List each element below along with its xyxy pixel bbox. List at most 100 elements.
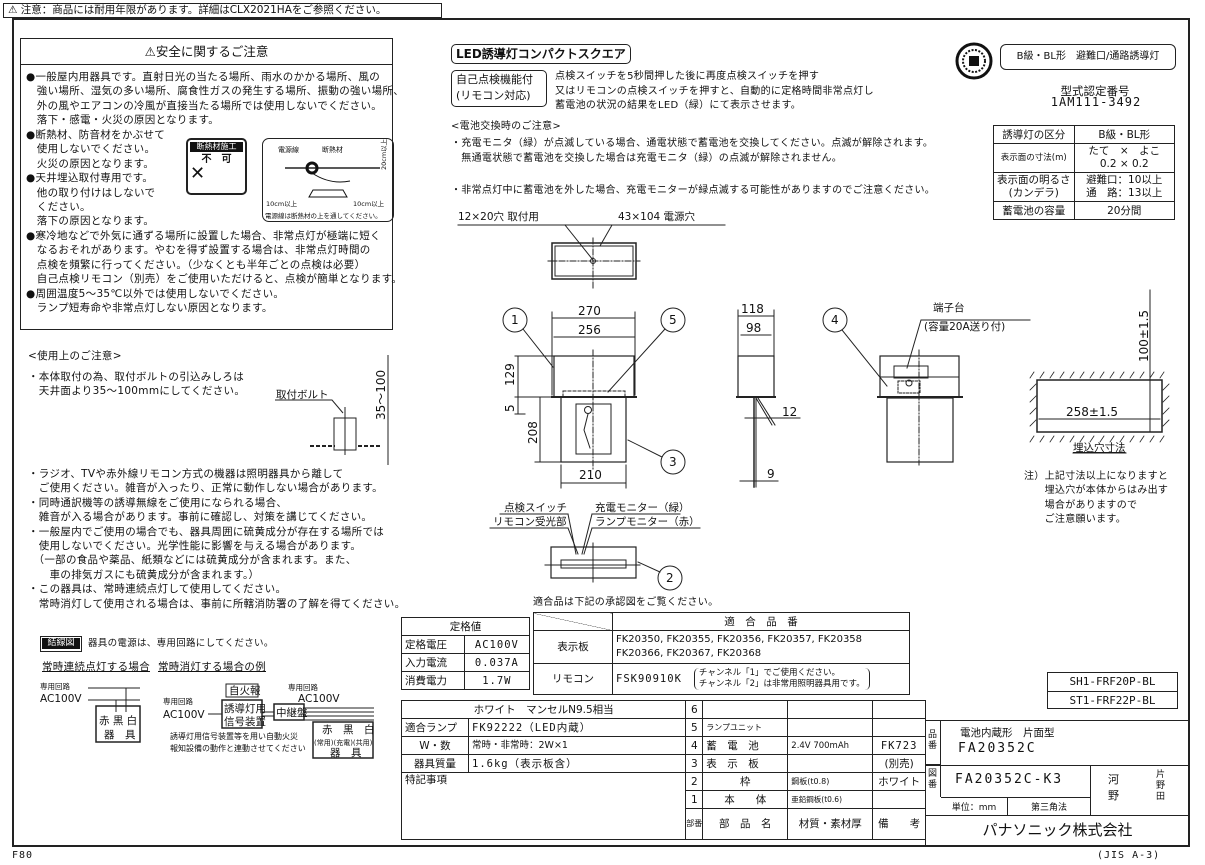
spec-label: 器具質量 <box>401 754 469 773</box>
remote-note-1: チャンネル「1」でご使用ください。 <box>698 668 841 678</box>
drawing-number: FA20352C-K3 <box>955 772 1064 787</box>
rating-value: AC100V <box>463 635 531 654</box>
text-line: ご使用ください。雑音が入ったり、正常に動作しない場合があります。 <box>28 482 383 495</box>
part-name: 本 体 <box>702 790 789 809</box>
part-name-header: 部 品 名 <box>702 808 789 840</box>
product-description: 電池内蔵形 片面型 <box>960 727 1055 739</box>
series-title: LED誘導灯コンパクトスクエア <box>451 44 631 64</box>
remarks-header: 備 考 <box>872 808 926 840</box>
text-line: 常時消灯して使用される場合は、事前に所轄消防署の了解を得てください。 <box>28 597 406 610</box>
part-number: 1 <box>685 790 704 809</box>
part-name: ランプユニット <box>702 718 789 737</box>
spec-label: 適合ランプ <box>401 718 469 737</box>
model-2: ST1-FRF22P-BL <box>1069 694 1156 707</box>
part-name: 枠 <box>702 772 789 791</box>
text-line: ●一般屋内用器具です。直射日光の当たる場所、雨水のかかる場所、風の <box>26 71 381 83</box>
cert-cell: 表示面の明るさ(カンデラ) <box>993 172 1075 202</box>
text-line: ・充電モニタ（緑）が点滅している場合、通電状態で蓄電池を交換してください。点滅が… <box>451 138 934 149</box>
part-material <box>787 718 874 737</box>
company-name: パナソニック株式会社 <box>982 821 1133 839</box>
usage-heading: <使用上のご注意> <box>28 350 122 362</box>
text-line: 自己点検リモコン（別売）をご使用いただけると、点検が簡単となります。 <box>26 273 403 286</box>
text-line: 強い場所、湿気の多い場所、腐食性ガスの発生する場所、振動の強い場所、 <box>26 85 404 98</box>
text-line: 点検スイッチを5秒間押した後に再度点検スイッチを押す <box>555 71 820 82</box>
wiring-badge-text: 結線図 <box>42 638 80 649</box>
text-line: ・ラジオ、TVや赤外線リモコン方式の機器は照明器具から離して <box>28 468 344 480</box>
footer-code: F80 <box>12 850 34 861</box>
class-badge: B級・BL形 避難口/通路誘導灯 <box>1000 44 1176 70</box>
text-line: 無通電状態で蓄電池を交換した場合は充電モニタ（緑）の点滅が解除されません。 <box>451 153 843 164</box>
badge-text: 不 可 <box>201 154 232 165</box>
cutout-note: 注）上記寸法以上になりますと 埋込穴が本体からはみ出す 場合がありますので ご注… <box>1024 470 1168 528</box>
compatible-label: 表示板 <box>533 630 613 664</box>
divider <box>925 815 1190 816</box>
cert-cell: B級・BL形 <box>1073 125 1175 144</box>
case2-title: 常時消灯する場合の例 <box>158 661 266 673</box>
cert-cell: 20分間 <box>1073 201 1175 220</box>
model-1: SH1-FRF20P-BL <box>1048 673 1177 692</box>
battery-heading: <電池交換時のご注意> <box>451 121 562 132</box>
approval-label: 型式認定番号 <box>1060 84 1130 98</box>
text-line: 雑音が入る場合があります。事前に確認し、対策を講じてください。 <box>28 511 373 524</box>
remarks-label: 特記事項 <box>400 772 687 840</box>
text-line: ●断熱材、防音材をかぶせて <box>26 129 166 141</box>
part-remark: (別売) <box>872 754 926 773</box>
drawing-frame <box>12 18 1190 847</box>
text-line: 場合がありますので <box>1024 499 1138 511</box>
case1-title: 常時連続点灯する場合 <box>42 661 150 673</box>
part-remark: FK723 <box>872 736 926 755</box>
approver-2: 片野田 <box>1156 770 1166 802</box>
part-number: 5 <box>685 718 704 737</box>
insulation-diagram <box>262 138 394 222</box>
cell-line: 表示面の明るさ <box>997 174 1071 186</box>
drawing-number-label: 図番 <box>925 765 941 797</box>
spec-label: W・数 <box>401 736 469 755</box>
text-line: 蓄電池の状況の結果をLED（緑）にて表示させます。 <box>555 100 802 111</box>
self-check-text: 点検スイッチを5秒間押した後に再度点検スイッチを押す又はリモコンの点検スイッチを… <box>555 70 874 114</box>
footer-standard: (JIS A-3) <box>1097 850 1161 861</box>
text-line: ●周囲温度5～35℃以外では使用しないでください。 <box>26 287 285 300</box>
part-material: 鋼板(t0.8) <box>787 772 874 791</box>
ratings-title: 定格値 <box>401 617 530 636</box>
badge-title: 断熱材施工 <box>190 142 243 152</box>
text-line: ランプ短寿命や非常点灯しない原因となります。 <box>26 302 273 315</box>
title-block <box>925 720 1190 847</box>
projection-label: 第三角法 <box>1030 803 1067 813</box>
self-check-badge-line-2: (リモコン対応) <box>456 89 531 102</box>
text-line: 使用しないでください。光学性能に影響を与える場合があります。 <box>28 540 362 553</box>
approval-number: 1AM111-3492 <box>1050 95 1142 109</box>
text-line: 埋込穴が本体からはみ出す <box>1024 485 1169 497</box>
text-line: なるおそれがあります。やむを得ず設置する場合は、非常点灯時間の <box>26 244 371 257</box>
text-line: 天井面より35～100mmにしてください。 <box>28 385 246 398</box>
rating-value: 1.7W <box>463 671 531 690</box>
material-header: 材質・素材厚 <box>787 808 874 840</box>
text-line: ・一般屋内でご使用の場合でも、器具周囲に硫黄成分が存在する場所では <box>28 525 385 538</box>
part-name: 表 示 板 <box>702 754 789 773</box>
rating-label: 入力電流 <box>401 653 465 672</box>
text-line: 他の取り付けはしないで <box>26 186 156 199</box>
text-line: ・この器具は、常時連続点灯して使用してください。 <box>28 583 287 596</box>
text-line: 使用しないでください。 <box>26 143 156 156</box>
part-remark <box>872 718 926 737</box>
text-line: 外の風やエアコンの冷風が直接当たる場所では使用しないでください。 <box>26 99 383 112</box>
text-line: 点検を頻繁に行ってください。（少なくとも半年ごとの点検は必要） <box>26 258 366 271</box>
text-line: ●天井埋込取付専用です。 <box>26 172 154 185</box>
text-line: ・同時通訳機等の誘導無線をご使用になられる場合、 <box>28 496 288 509</box>
battery-notes: ・充電モニタ（緑）が点滅している場合、通電状態で蓄電池を交換してください。点滅が… <box>451 136 933 166</box>
cell-line: (カンデラ) <box>1008 187 1059 199</box>
usage-item-1: ・本体取付の為、取付ボルトの引込みしろは 天井面より35～100mmにしてくださ… <box>28 370 245 399</box>
text-line: ください。 <box>26 201 91 214</box>
text-line: 注）上記寸法以上になりますと <box>1024 471 1169 482</box>
rating-value: 0.037A <box>463 653 531 672</box>
caution-bar: ⚠ 注意：商品には耐用年限があります。詳細はCLX2021HAをご参照ください。 <box>3 3 442 18</box>
divider <box>941 797 1090 815</box>
compatible-value: FK20350, FK20355, FK20356, FK20357, FK20… <box>616 634 863 645</box>
text-line: （一部の食品や薬品、紙類などには硫黄成分が含まれます。また、 <box>28 554 357 567</box>
cell-line: 通 路：13以上 <box>1086 187 1163 199</box>
rating-label: 消費電力 <box>401 671 465 690</box>
part-remark: ホワイト <box>872 772 926 791</box>
safety-item-3: ●寒冷地などで外気に通ずる場所に設置した場合、非常点灯が極端に短く なるおそれが… <box>26 229 402 315</box>
safety-notice-box: ⚠安全に関するご注意 <box>20 38 393 330</box>
